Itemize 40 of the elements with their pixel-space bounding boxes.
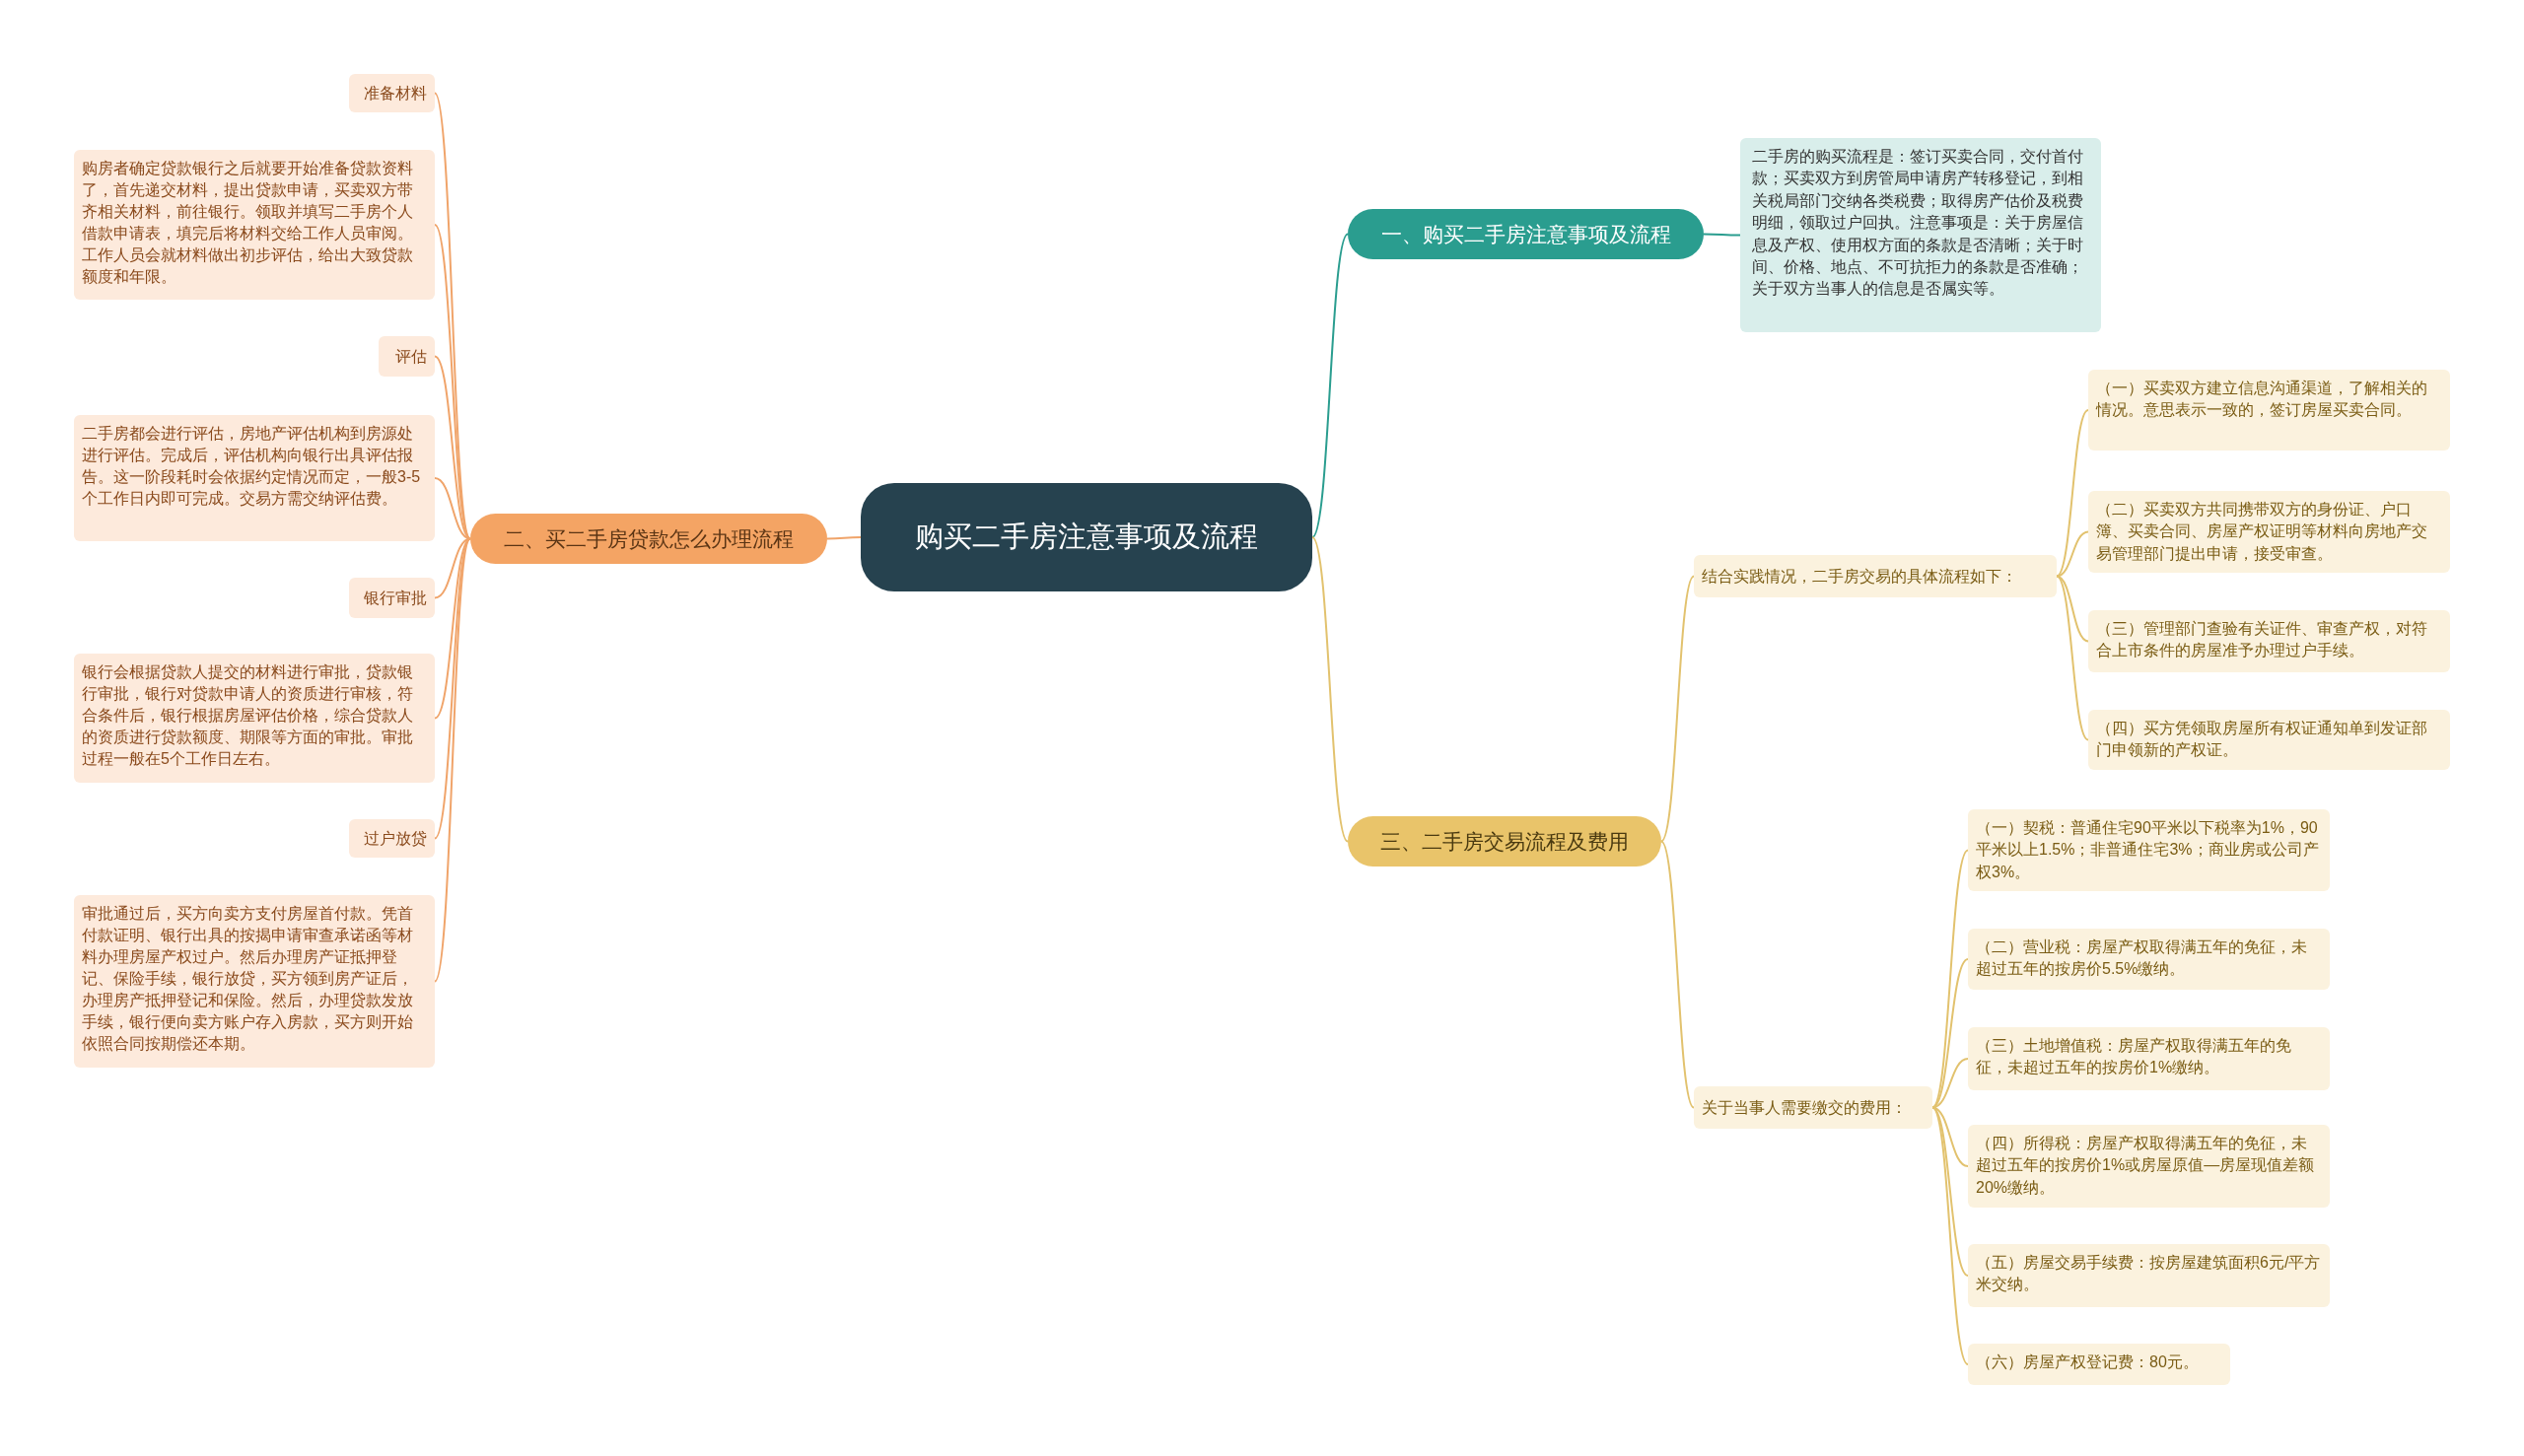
connector bbox=[2056, 575, 2089, 643]
connector bbox=[1931, 1106, 1969, 1365]
step-description: 审批通过后，买方向卖方支付房屋首付款。凭首付款证明、银行出具的按揭申请审查承诺函等材料办理房屋产权过户。然后办理房产证抵押登记、保险手续，银行放贷，买方领到房产证后，办理房产抵押登记和保险。然后，办理贷款发放手续，银行便向卖方账户存入房款，买方则开始依照合同按期偿还本期。 bbox=[74, 895, 435, 1068]
connector bbox=[2056, 575, 2089, 741]
fee-box: （一）契税：普通住宅90平米以下税率为1%，90平米以上1.5%；非普通住宅3%；商业房或公司产权3%。 bbox=[1968, 809, 2330, 892]
connector bbox=[434, 224, 471, 540]
sub-topic: 关于当事人需要缴交的费用： bbox=[1694, 1086, 1932, 1129]
fee-box: （二）营业税：房屋产权取得满五年的免征，未超过五年的按房价5.5%缴纳。 bbox=[1968, 929, 2330, 990]
step-description: 购房者确定贷款银行之后就要开始准备贷款资料了，首先递交材料，提出贷款申请，买卖双方带齐相关材料，前往银行。领取并填写二手房个人借款申请表，填完后将材料交给工作人员审阅。工作人员会就材料做出初步评估，给出大致贷款额度和年限。 bbox=[74, 150, 435, 300]
branch-topic: 二、买二手房贷款怎么办理流程 bbox=[470, 514, 827, 564]
fee-box: （三）土地增值税：房屋产权取得满五年的免征，未超过五年的按房价1%缴纳。 bbox=[1968, 1027, 2330, 1090]
sub-topic: 结合实践情况，二手房交易的具体流程如下： bbox=[1694, 555, 2057, 597]
fee-box: （四）所得税：房屋产权取得满五年的免征，未超过五年的按房价1%或房屋原值—房屋现值差额20%缴纳。 bbox=[1968, 1125, 2330, 1208]
step-box: （一）买卖双方建立信息沟通渠道，了解相关的情况。意思表示一致的，签订房屋买卖合同。 bbox=[2088, 370, 2450, 451]
step-description: 二手房都会进行评估，房地产评估机构到房源处进行评估。完成后，评估机构向银行出具评估报告。这一阶段耗时会依据约定情况而定，一般3-5个工作日内即可完成。交易方需交纳评估费。 bbox=[74, 415, 435, 541]
connector bbox=[1660, 575, 1695, 843]
connector bbox=[2056, 409, 2089, 578]
branch-topic: 一、购买二手房注意事项及流程 bbox=[1348, 209, 1704, 259]
step-description: 银行会根据贷款人提交的材料进行审批，贷款银行审批，银行对贷款申请人的资质进行审核，符合条件后，银行根据房屋评估价格，综合贷款人的资质进行贷款额度、期限等方面的审批。审批过程一般在5个工作日左右。 bbox=[74, 654, 435, 783]
connector bbox=[1660, 840, 1695, 1109]
step-label: 评估 bbox=[379, 336, 435, 377]
step-box: （二）买卖双方共同携带双方的身份证、户口簿、买卖合同、房屋产权证明等材料向房地产交易管理部门提出申请，接受审查。 bbox=[2088, 491, 2450, 574]
connector bbox=[434, 537, 471, 983]
fee-box: （五）房屋交易手续费：按房屋建筑面积6元/平方米交纳。 bbox=[1968, 1244, 2330, 1307]
central-topic: 购买二手房注意事项及流程 bbox=[861, 483, 1312, 591]
connector bbox=[1703, 233, 1741, 237]
connector bbox=[1931, 958, 1969, 1109]
note-box: 二手房的购买流程是：签订买卖合同，交付首付款；买卖双方到房管局申请房产转移登记，到相关税局部门交纳各类税费；取得房产估价及税费明细，领取过户回执。注意事项是：关于房屋信息及产权、使用权方面的条款是否清晰；关于时间、价格、地点、不可抗拒力的条款是否准确；关于双方当事人的信息是否属实等。 bbox=[1740, 138, 2101, 332]
connector bbox=[826, 536, 862, 540]
connector bbox=[1311, 536, 1349, 843]
step-box: （三）管理部门查验有关证件、审查产权，对符合上市条件的房屋准予办理过户手续。 bbox=[2088, 610, 2450, 672]
branch-topic: 三、二手房交易流程及费用 bbox=[1348, 816, 1661, 867]
fee-box: （六）房屋产权登记费：80元。 bbox=[1968, 1344, 2230, 1385]
connector bbox=[434, 537, 471, 840]
step-label: 银行审批 bbox=[349, 578, 435, 618]
step-label: 过户放贷 bbox=[349, 819, 435, 858]
step-box: （四）买方凭领取房屋所有权证通知单到发证部门申领新的产权证。 bbox=[2088, 710, 2450, 770]
connector bbox=[2056, 530, 2089, 578]
step-label: 准备材料 bbox=[349, 74, 435, 112]
connector bbox=[1311, 233, 1349, 538]
